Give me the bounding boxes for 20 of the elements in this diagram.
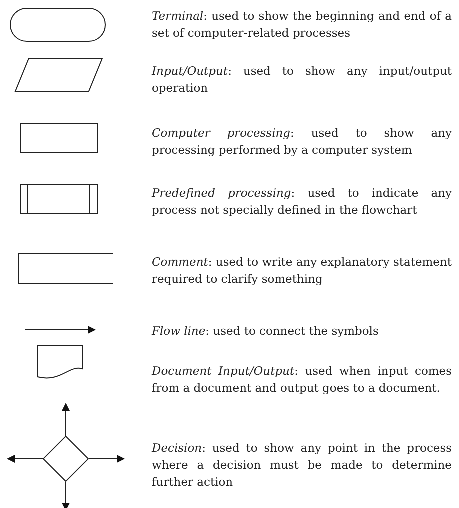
arrow [7,455,44,463]
arrow [62,482,70,508]
terminal-symbol [10,8,106,42]
symbol-description: Decision: used to show any point in the process where a decision must be made to determine further action [152,440,452,491]
comment-symbol [18,253,113,284]
symbol-description: Computer processing: used to show any processing performed by a computer system [152,125,452,159]
process-symbol [20,123,98,153]
arrow [62,403,70,436]
symbol-description: Flow line: used to connect the symbols [152,323,380,340]
decision-diamond [43,436,89,482]
flow-line-arrow [25,324,95,336]
input-output-symbol [15,58,103,92]
predefined-process-symbol [20,184,98,214]
arrow [88,455,125,463]
symbol-description: Input/Output: used to show any input/output operation [152,63,452,97]
symbol-description: Terminal: used to show the beginning and end of a set of computer-related processes [152,8,452,42]
symbol-description: Document Input/Output: used when input comes from a document and output goes to a document. [152,363,452,397]
symbol-description: Comment: used to write any explanatory statement required to clarify something [152,254,452,288]
document-symbol [37,345,83,381]
symbol-description: Predefined processing: used to indicate any process not specially defined in the flowchart [152,185,452,219]
